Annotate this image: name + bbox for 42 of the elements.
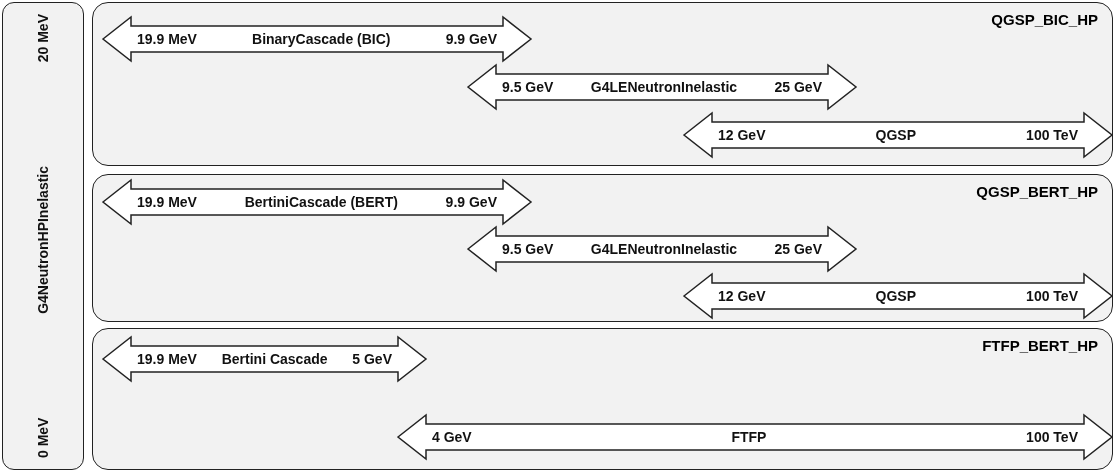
energy-range-bar (103, 180, 531, 224)
energy-range-bar (468, 65, 856, 109)
model-name: QGSP (875, 288, 917, 304)
energy-label: 4 GeV (432, 429, 472, 445)
panel-title: QGSP_BERT_HP (976, 183, 1098, 200)
model-name: QGSP (875, 127, 917, 143)
physics-list-panel (92, 174, 1113, 322)
band-label: 20 MeV (35, 14, 51, 63)
energy-range-bar (684, 113, 1112, 157)
band-label: G4NeutronHPInelastic (35, 166, 51, 314)
energy-range-bar (684, 274, 1112, 318)
panel-title: FTFP_BERT_HP (982, 337, 1098, 354)
energy-label: 25 GeV (774, 241, 822, 257)
side-band (2, 2, 84, 470)
energy-label: 25 GeV (774, 79, 822, 95)
energy-range-bar (398, 415, 1112, 459)
energy-label: 19.9 MeV (137, 194, 197, 210)
energy-label: 19.9 MeV (137, 31, 197, 47)
energy-label: 9.5 GeV (502, 241, 554, 257)
energy-range-bar (103, 337, 426, 381)
model-name: FTFP (731, 429, 767, 445)
model-name: BertiniCascade (BERT) (244, 194, 398, 210)
energy-range-bar (103, 17, 531, 61)
energy-label: 12 GeV (718, 127, 766, 143)
energy-label: 12 GeV (718, 288, 766, 304)
energy-label: 100 TeV (1026, 127, 1078, 143)
model-name: BinaryCascade (BIC) (252, 31, 391, 47)
energy-label: 100 TeV (1026, 429, 1078, 445)
energy-label: 9.9 GeV (445, 194, 497, 210)
energy-label: 100 TeV (1026, 288, 1078, 304)
energy-label: 9.9 GeV (445, 31, 497, 47)
model-name: G4LENeutronInelastic (590, 241, 738, 257)
band-label: 0 MeV (35, 417, 51, 458)
energy-label: 9.5 GeV (502, 79, 554, 95)
energy-label: 5 GeV (352, 351, 392, 367)
energy-label: 19.9 MeV (137, 351, 197, 367)
model-name: Bertini Cascade (221, 351, 328, 367)
panel-title: QGSP_BIC_HP (991, 11, 1098, 28)
energy-range-bar (468, 227, 856, 271)
physics-list-panel (92, 328, 1113, 470)
model-name: G4LENeutronInelastic (590, 79, 738, 95)
physics-list-panel (92, 2, 1113, 166)
